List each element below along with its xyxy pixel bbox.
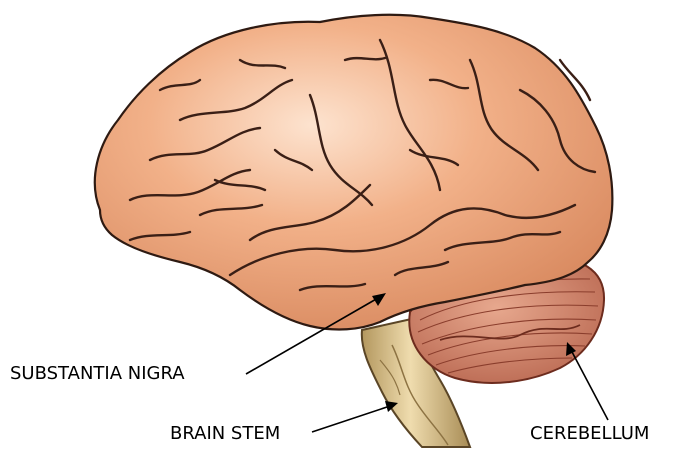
label-substantia-nigra: SUBSTANTIA NIGRA xyxy=(10,363,185,385)
pointer-cerebellum xyxy=(566,342,608,420)
pointer-brain-stem xyxy=(312,401,398,432)
label-brain-stem: BRAIN STEM xyxy=(170,423,280,445)
label-cerebellum: CEREBELLUM xyxy=(530,423,649,445)
cerebrum xyxy=(95,15,613,330)
